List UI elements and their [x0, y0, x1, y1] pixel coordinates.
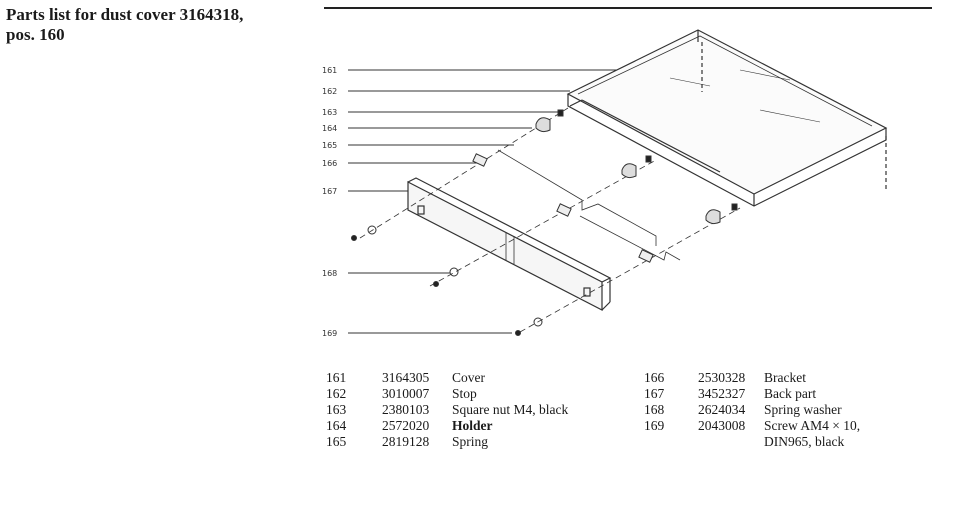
part-number: 3010007	[382, 386, 430, 401]
part-number: 3164305	[382, 370, 430, 385]
screw-169-a	[351, 235, 357, 241]
parts-list-left-column: 161 3164305 Cover 162 3010007 Stop 163 2…	[326, 370, 626, 450]
spring-165-a	[497, 149, 657, 246]
callout-166: 166	[322, 159, 337, 168]
screw-169-c	[515, 330, 521, 336]
parts-row: 164 2572020 Holder	[326, 418, 626, 434]
screw-169-b	[433, 281, 439, 287]
parts-row: 167 3452327 Back part	[644, 386, 924, 402]
parts-row: 162 3010007 Stop	[326, 386, 626, 402]
part-position: 164	[326, 418, 347, 433]
square-nut-163-c	[731, 203, 738, 211]
dust-cover-part	[566, 29, 888, 207]
part-position: 162	[326, 386, 347, 401]
part-position: 169	[644, 418, 665, 433]
part-position: 166	[644, 370, 665, 385]
bracket-166-b	[556, 203, 572, 217]
callout-169: 169	[322, 329, 337, 338]
part-description: Stop	[452, 386, 477, 401]
callout-161: 161	[322, 66, 337, 75]
parts-row: 161 3164305 Cover	[326, 370, 626, 386]
part-description: Holder	[452, 418, 493, 433]
header-rule	[324, 7, 932, 9]
callout-165: 165	[322, 141, 337, 150]
exploded-view-diagram: 161 162 163 164 165 166 167 168 169	[322, 29, 888, 338]
part-description: Spring	[452, 434, 489, 449]
page-title: Parts list for dust cover 3164318, pos. …	[6, 5, 244, 44]
spring-washer-168-a	[367, 225, 377, 235]
callout-163: 163	[322, 108, 337, 117]
callout-162: 162	[322, 87, 337, 96]
square-nut-163-b	[645, 155, 652, 163]
part-number: 2624034	[698, 402, 746, 417]
part-description: Bracket	[764, 370, 806, 385]
callout-164: 164	[322, 124, 337, 133]
part-position: 168	[644, 402, 665, 417]
part-position: 167	[644, 386, 665, 401]
bracket-166-c	[638, 249, 654, 263]
back-part	[407, 177, 612, 311]
parts-row: 166 2530328 Bracket	[644, 370, 924, 386]
holder-164-c	[705, 209, 721, 225]
part-description: Screw AM4 × 10, DIN965, black	[764, 418, 861, 449]
parts-row: 169 2043008 Screw AM4 × 10, DIN965, blac…	[644, 418, 924, 450]
part-description: Spring washer	[764, 402, 842, 417]
bracket-166-a	[472, 153, 488, 167]
callout-167: 167	[322, 187, 337, 196]
part-number: 2572020	[382, 418, 430, 433]
square-nut-163-a	[557, 109, 564, 117]
part-number: 2043008	[698, 418, 746, 433]
part-position: 165	[326, 434, 347, 449]
parts-row: 163 2380103 Square nut M4, black	[326, 402, 626, 418]
part-number: 2819128	[382, 434, 430, 449]
part-position: 163	[326, 402, 347, 417]
part-number: 2530328	[698, 370, 746, 385]
holder-164-a	[535, 117, 551, 133]
part-position: 161	[326, 370, 347, 385]
part-number: 2380103	[382, 402, 430, 417]
holder-164-b	[621, 163, 637, 179]
parts-row: 168 2624034 Spring washer	[644, 402, 924, 418]
part-description: Back part	[764, 386, 817, 401]
parts-list-right-column: 166 2530328 Bracket 167 3452327 Back par…	[644, 370, 924, 450]
part-number: 3452327	[698, 386, 746, 401]
spring-washer-168-c	[533, 317, 543, 327]
part-description: Square nut M4, black	[452, 402, 569, 417]
parts-row: 165 2819128 Spring	[326, 434, 626, 450]
part-description: Cover	[452, 370, 485, 385]
spring-washer-168-b	[449, 267, 459, 277]
callout-168: 168	[322, 269, 337, 278]
spring-165-b	[579, 215, 681, 261]
